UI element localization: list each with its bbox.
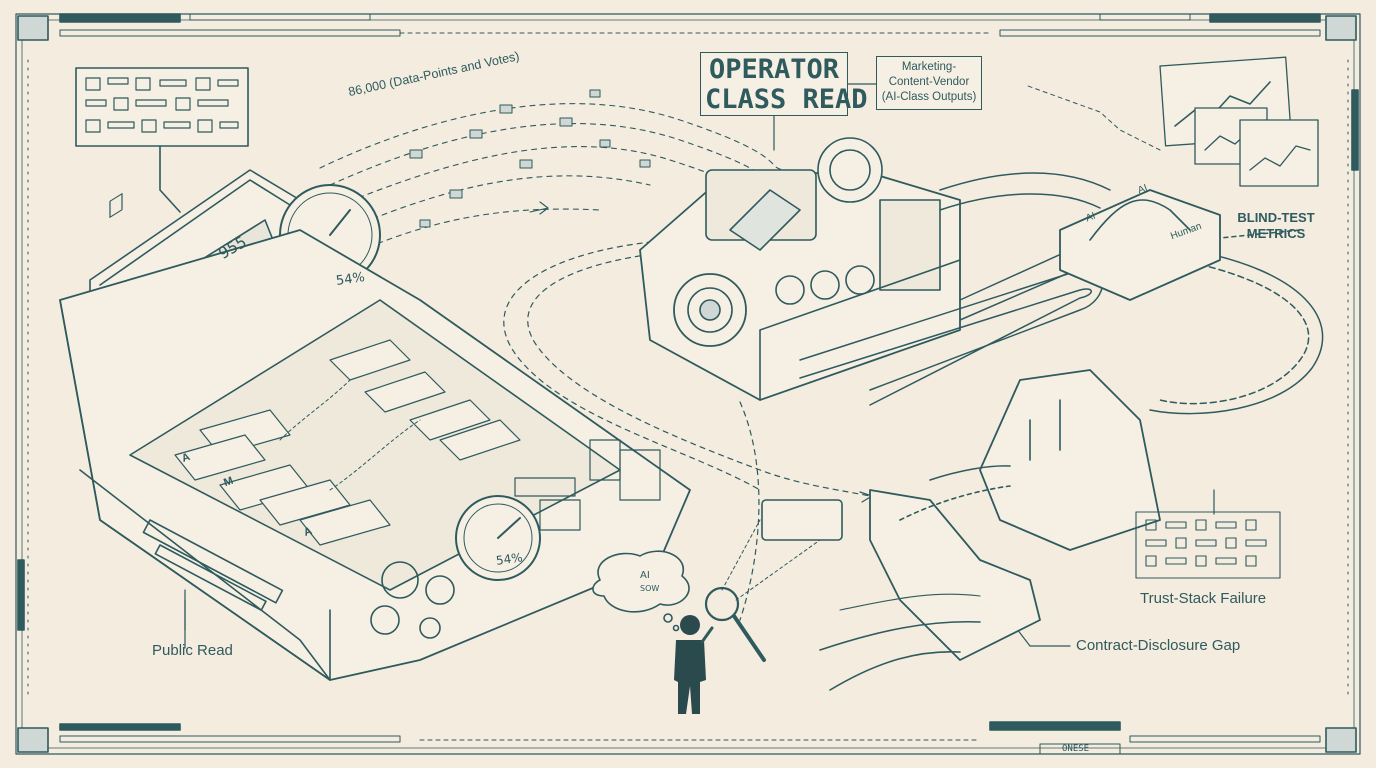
observer-figure [592, 499, 843, 714]
blind-test-line-2: METRICS [1246, 226, 1306, 241]
blind-test-label: BLIND-TEST METRICS [1236, 210, 1316, 242]
metric-charts [1027, 56, 1319, 187]
merge-chamber [1059, 189, 1221, 301]
vendor-line-3: (AI-Class Outputs) [881, 91, 977, 103]
pipe-network [799, 172, 1324, 415]
title-box: OPERATOR CLASS READ [700, 52, 868, 116]
contract-gap-cliff [819, 369, 1161, 691]
contract-gap-label: Contract-Disclosure Gap [1076, 637, 1241, 654]
route-path [503, 239, 873, 621]
vendor-label-box: Marketing- Content-Vendor (AI-Class Outp… [876, 56, 982, 110]
legend-panel [75, 67, 249, 213]
label-connectors [184, 83, 1215, 649]
console-machine [59, 169, 691, 681]
data-stream [319, 89, 791, 256]
outer-frame [15, 13, 1361, 755]
engine [639, 137, 961, 401]
blind-test-line-1: BLIND-TEST [1237, 210, 1315, 225]
trust-stack-label: Trust-Stack Failure [1140, 590, 1267, 607]
vendor-line-2: Content-Vendor [888, 76, 970, 88]
trust-legend [1135, 511, 1281, 579]
title-line-2: CLASS READ [705, 84, 868, 115]
public-read-label: Public Read [152, 642, 233, 659]
thought-line-1: AI [640, 570, 650, 581]
thought-line-2: SOW [640, 584, 660, 593]
footer-tag: ONESE [1062, 744, 1090, 754]
vendor-line-1: Marketing- [901, 61, 957, 73]
title-line-1: OPERATOR [708, 54, 840, 85]
